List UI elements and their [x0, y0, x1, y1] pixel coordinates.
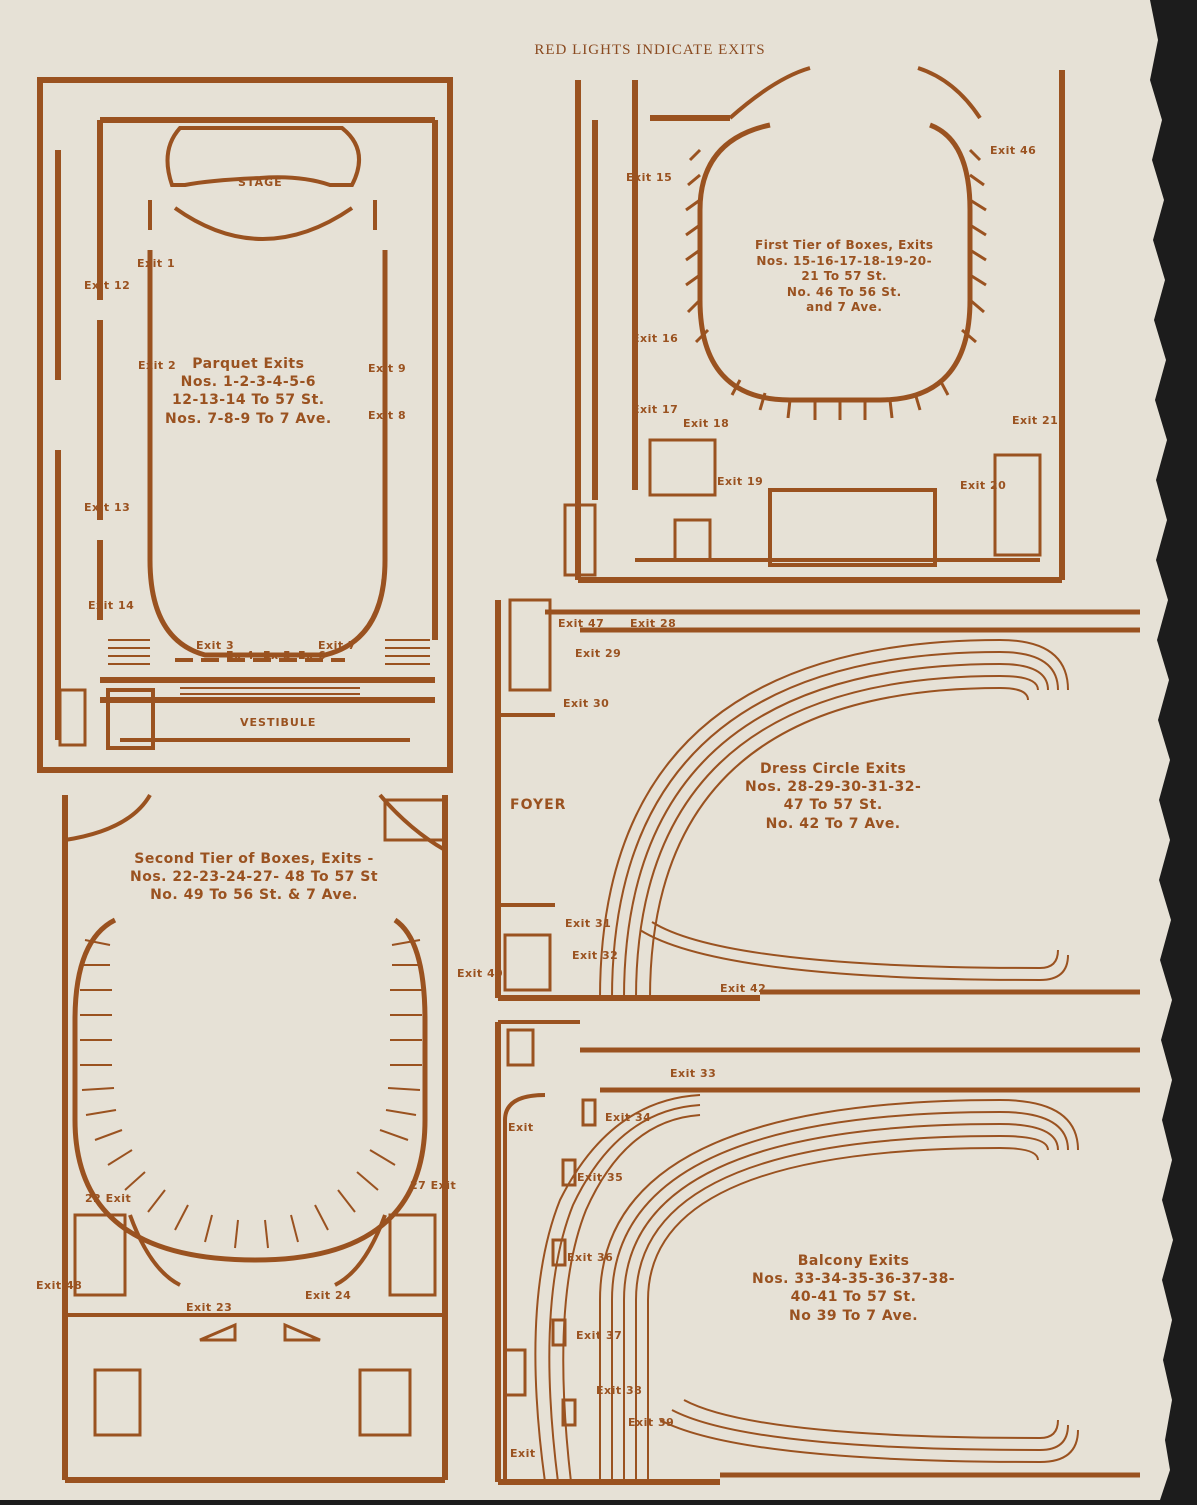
balcony-exit-36: Exit 36: [567, 1251, 614, 1264]
first-tier-exit-46: Exit 46: [990, 144, 1037, 157]
balcony-exit-39: Exit 39: [628, 1416, 675, 1429]
paper-sheet: [0, 0, 1173, 1500]
first-tier-exit-15: Exit 15: [626, 171, 673, 184]
second-tier-title-line-2: Nos. 22-23-24-27- 48 To 57 St: [130, 869, 379, 886]
balcony-plan: [495, 1020, 1140, 1485]
second-tier-exit-23: Exit 23: [186, 1301, 233, 1314]
first-tier-title-line-1: First Tier of Boxes, Exits: [755, 238, 934, 252]
first-tier-exit-18: Exit 18: [683, 417, 730, 430]
dress-circle-exit-42: Exit 42: [720, 982, 767, 995]
dress-circle-plan: [495, 598, 1140, 1001]
foyer-label: FOYER: [510, 797, 567, 813]
first-tier-exit-19: Exit 19: [717, 475, 764, 488]
first-tier-title-line-4: No. 46 To 56 St.: [786, 284, 902, 299]
parquet-outer-wall: [37, 77, 453, 773]
second-tier-exit-49: Exit 49: [457, 967, 504, 980]
parquet-exit-13: Exit 13: [84, 501, 131, 514]
second-tier-title-line-1: Second Tier of Boxes, Exits -: [134, 851, 374, 867]
parquet-exit-1: Exit 1: [137, 257, 176, 270]
parquet-plan: [37, 77, 453, 773]
first-tier-exit-17: Exit 17: [632, 403, 679, 416]
balcony-exit-left-lower: Exit: [510, 1447, 536, 1460]
vestibule-label: VESTIBULE: [240, 716, 317, 729]
dress-circle-exits-title: Dress Circle Exits Nos. 28-29-30-31-32- …: [745, 760, 921, 833]
parquet-exit-5: Ex 5: [263, 649, 292, 662]
balcony-exit-38: Exit 38: [596, 1384, 643, 1397]
second-tier-exit-24: Exit 24: [305, 1289, 352, 1302]
parquet-title-line-4: Nos. 7-8-9 To 7 Ave.: [165, 410, 332, 427]
parquet-exit-3: Exit 3: [196, 639, 235, 652]
parquet-title-line-2: Nos. 1-2-3-4-5-6: [180, 374, 317, 391]
parquet-exit-2: Exit 2: [138, 359, 177, 372]
first-tier-title-line-3: 21 To 57 St.: [801, 269, 888, 284]
second-tier-exit-22: 22 Exit: [85, 1192, 132, 1205]
parquet-title-line-1: Parquet Exits: [192, 356, 305, 372]
parquet-exit-8: Exit 8: [368, 409, 407, 422]
second-tier-title-line-3: No. 49 To 56 St. & 7 Ave.: [150, 887, 358, 904]
balcony-title-line-1: Balcony Exits: [797, 1253, 910, 1269]
parquet-title-line-3: 12-13-14 To 57 St.: [172, 392, 325, 409]
first-tier-exits-title: First Tier of Boxes, Exits Nos. 15-16-17…: [755, 238, 934, 316]
dress-circle-title-line-1: Dress Circle Exits: [759, 761, 907, 777]
balcony-exit-35: Exit 35: [577, 1171, 624, 1184]
balcony-title-line-2: Nos. 33-34-35-36-37-38-: [752, 1271, 956, 1288]
balcony-exits-title: Balcony Exits Nos. 33-34-35-36-37-38- 40…: [752, 1252, 955, 1325]
header-red-lights: RED LIGHTS INDICATE EXITS: [534, 42, 766, 58]
balcony-title-line-4: No 39 To 7 Ave.: [788, 1307, 919, 1324]
parquet-exits-title: Parquet Exits Nos. 1-2-3-4-5-6 12-13-14 …: [165, 355, 332, 428]
balcony-exit-left-upper: Exit: [508, 1121, 534, 1134]
balcony-exit-33: Exit 33: [670, 1067, 717, 1080]
first-tier-title-line-2: Nos. 15-16-17-18-19-20-: [756, 253, 933, 268]
first-tier-title-line-5: and 7 Ave.: [806, 300, 883, 315]
parquet-exit-6: Ex 6: [298, 649, 327, 662]
balcony-title-line-3: 40-41 To 57 St.: [790, 1289, 917, 1306]
second-tier-exits-title: Second Tier of Boxes, Exits - Nos. 22-23…: [130, 850, 378, 905]
parquet-exit-4: Ex 4: [226, 649, 255, 662]
first-tier-plan: [563, 66, 1065, 583]
second-tier-plan: [62, 793, 448, 1483]
dress-circle-title-line-4: No. 42 To 7 Ave.: [765, 815, 901, 832]
parquet-exit-7: Exit 7: [318, 639, 357, 652]
second-tier-exit-48: Exit 48: [36, 1279, 83, 1292]
balcony-exit-37: Exit 37: [576, 1329, 623, 1342]
parquet-exit-14: Exit 14: [88, 599, 135, 612]
first-tier-exit-20: Exit 20: [960, 479, 1007, 492]
dress-circle-title-line-3: 47 To 57 St.: [783, 797, 883, 814]
dress-circle-exit-47: Exit 47: [558, 617, 605, 630]
balcony-exit-34: Exit 34: [605, 1111, 652, 1124]
dress-circle-exit-28: Exit 28: [630, 617, 677, 630]
parquet-exit-9: Exit 9: [368, 362, 407, 375]
parquet-exit-12: Exit 12: [84, 279, 131, 292]
dress-circle-exit-31: Exit 31: [565, 917, 612, 930]
dress-circle-exit-30: Exit 30: [563, 697, 610, 710]
first-tier-exit-21: Exit 21: [1012, 414, 1059, 427]
dress-circle-exit-32: Exit 32: [572, 949, 619, 962]
dress-circle-exit-29: Exit 29: [575, 647, 622, 660]
first-tier-exit-16: Exit 16: [632, 332, 679, 345]
second-tier-exit-27: 27 Exit: [410, 1179, 457, 1192]
dress-circle-title-line-2: Nos. 28-29-30-31-32-: [745, 779, 922, 796]
stage-label: STAGE: [238, 176, 283, 189]
